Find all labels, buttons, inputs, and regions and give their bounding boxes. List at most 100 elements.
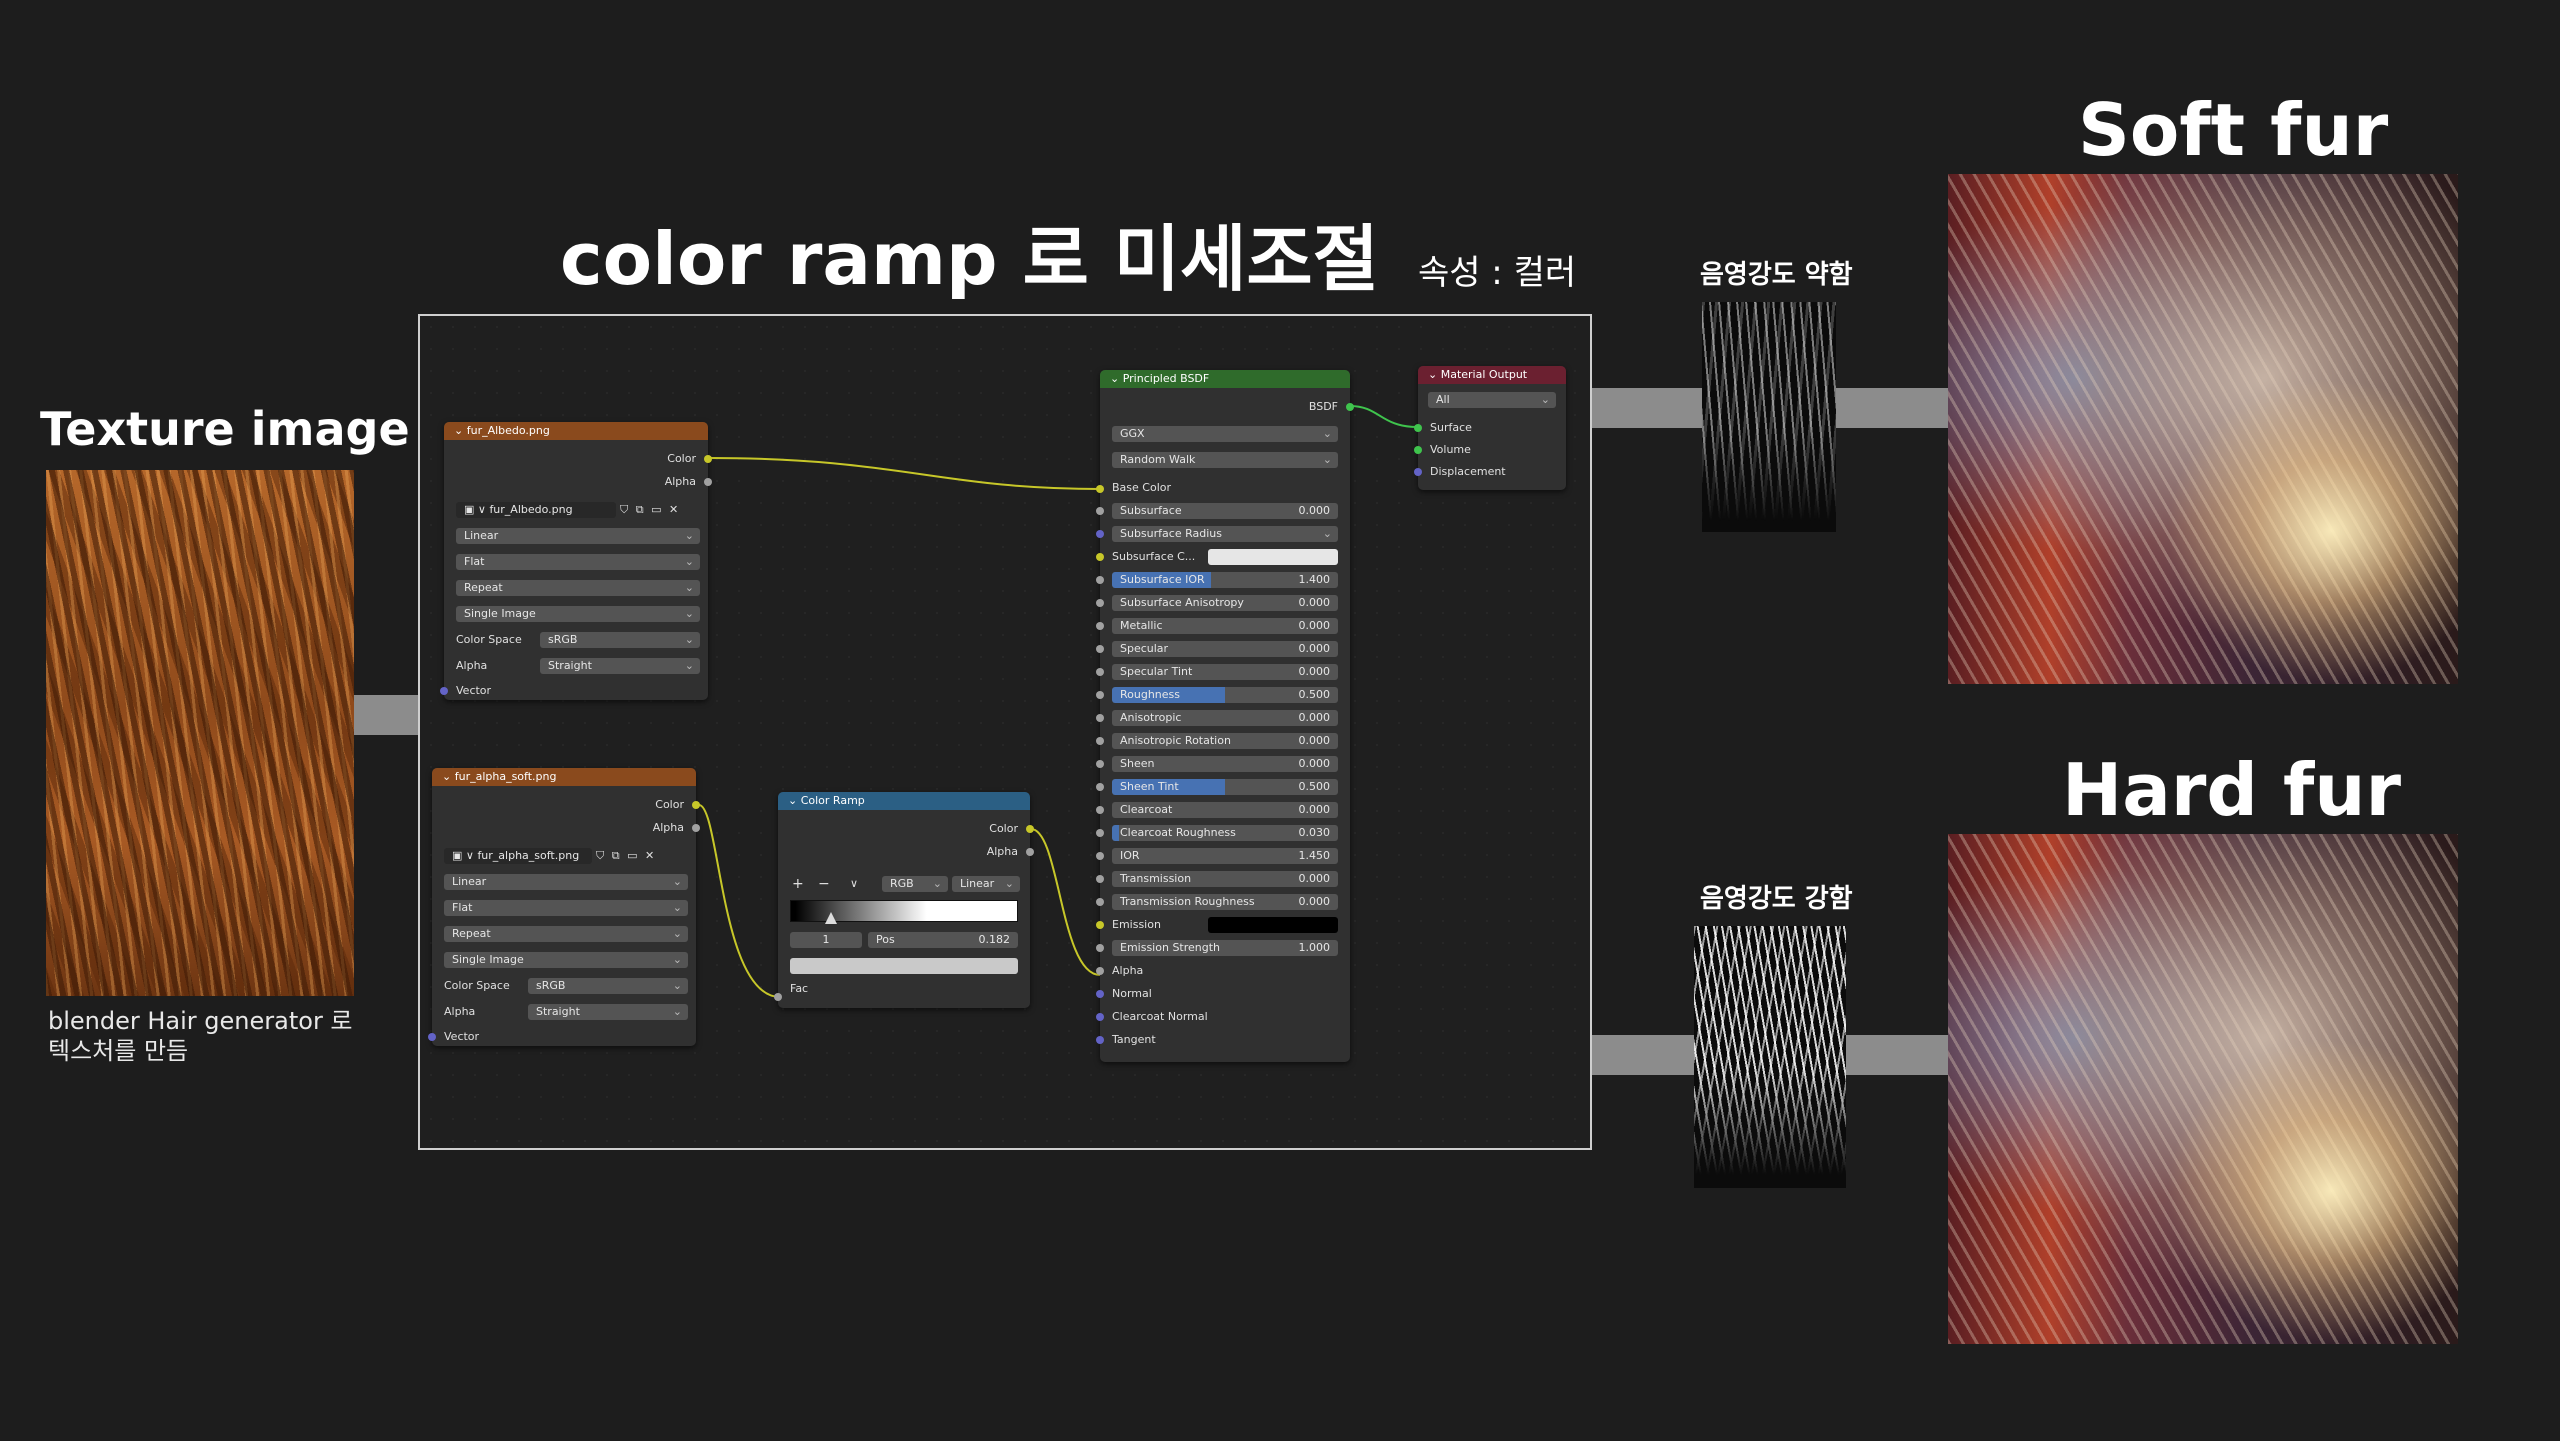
duplicate-icon[interactable]: ⧉ [611, 849, 620, 862]
ramp-stop-marker[interactable] [825, 912, 838, 924]
color-ramp-node[interactable]: ⌄ Color Ramp Color Alpha + − ∨ RGB⌄ Line… [774, 792, 1034, 1008]
bsdf-alpha-socket[interactable] [1096, 967, 1104, 975]
ramp-color-socket[interactable] [1026, 825, 1034, 833]
bsdf-clearcoat-roughness-socket[interactable] [1096, 829, 1104, 837]
bsdf-transmission-socket[interactable] [1096, 875, 1104, 883]
output-volume-socket[interactable] [1414, 446, 1422, 454]
unlink-close-icon[interactable]: ✕ [645, 849, 655, 862]
image-browse-icon[interactable]: ▣ ∨ [464, 503, 490, 516]
bsdf-subsurface-method-dropdown[interactable]: Random Walk⌄ [1112, 452, 1338, 468]
bsdf-sheen-tint-socket[interactable] [1096, 783, 1104, 791]
alpha-node-header[interactable]: ⌄ fur_alpha_soft.png [432, 768, 696, 786]
albedo-color-socket[interactable] [704, 455, 712, 463]
ramp-specials-menu-button[interactable]: ∨ [850, 877, 859, 890]
albedo-node-header[interactable]: ⌄ fur_Albedo.png [444, 422, 708, 440]
alpha-source-dropdown[interactable]: Single Image⌄ [444, 952, 688, 968]
bsdf-subsurface-anisotropy-socket[interactable] [1096, 599, 1104, 607]
bsdf-subsurface-ior-socket[interactable] [1096, 576, 1104, 584]
ramp-remove-stop-button[interactable]: − [818, 876, 830, 892]
bsdf-sheen-socket[interactable] [1096, 760, 1104, 768]
alpha-alpha-dropdown[interactable]: Straight⌄ [528, 1004, 688, 1020]
bsdf-output-socket[interactable] [1346, 403, 1354, 411]
albedo-extension-dropdown[interactable]: Repeat⌄ [456, 580, 700, 596]
output-node-header[interactable]: ⌄ Material Output [1418, 366, 1566, 384]
collapse-chevron-icon[interactable]: ⌄ [1428, 368, 1441, 381]
output-target-dropdown[interactable]: All⌄ [1428, 392, 1556, 408]
bsdf-subsurface-radius-dropdown[interactable]: Subsurface Radius⌄ [1112, 526, 1338, 542]
bsdf-node-header[interactable]: ⌄ Principled BSDF [1100, 370, 1350, 388]
collapse-chevron-icon[interactable]: ⌄ [788, 794, 801, 807]
collapse-chevron-icon[interactable]: ⌄ [454, 424, 467, 437]
alpha-projection-dropdown[interactable]: Flat⌄ [444, 900, 688, 916]
node-editor-frame[interactable]: ⌄ fur_Albedo.png Color Alpha ▣ ∨ fur_Alb… [418, 314, 1592, 1150]
bsdf-metallic-socket[interactable] [1096, 622, 1104, 630]
alpha-colorspace-dropdown[interactable]: sRGB⌄ [528, 978, 688, 994]
albedo-colorspace-dropdown[interactable]: sRGB⌄ [540, 632, 700, 648]
collapse-chevron-icon[interactable]: ⌄ [1110, 372, 1123, 385]
unlink-close-icon[interactable]: ✕ [669, 503, 679, 516]
ramp-node-header[interactable]: ⌄ Color Ramp [778, 792, 1030, 810]
alpha-color-socket[interactable] [692, 801, 700, 809]
fake-user-shield-icon[interactable]: ⛉ [620, 503, 629, 516]
bsdf-roughness-socket[interactable] [1096, 691, 1104, 699]
alpha-vector-socket[interactable] [428, 1033, 436, 1041]
bsdf-emission-socket[interactable] [1096, 921, 1104, 929]
bsdf-anisotropic-rotation-socket[interactable] [1096, 737, 1104, 745]
bsdf-subsurface-socket[interactable] [1096, 507, 1104, 515]
bsdf-anisotropic-socket[interactable] [1096, 714, 1104, 722]
bsdf-subsurface-color-socket[interactable] [1096, 553, 1104, 561]
ramp-color-mode-dropdown[interactable]: RGB⌄ [882, 876, 948, 892]
bsdf-ior-socket[interactable] [1096, 852, 1104, 860]
principled-bsdf-node[interactable]: ⌄ Principled BSDF BSDF GGX⌄ Random Walk⌄… [1096, 370, 1354, 1062]
bsdf-emission-color-swatch[interactable] [1208, 917, 1338, 933]
bsdf-base-color-socket[interactable] [1096, 485, 1104, 493]
bsdf-clearcoat-socket[interactable] [1096, 806, 1104, 814]
ramp-alpha-socket[interactable] [1026, 848, 1034, 856]
bsdf-normal-socket[interactable] [1096, 990, 1104, 998]
bsdf-subsurface-color-swatch[interactable] [1208, 549, 1338, 565]
open-folder-icon[interactable]: ▭ [651, 503, 662, 516]
fake-user-shield-icon[interactable]: ⛉ [596, 849, 605, 862]
albedo-projection-dropdown[interactable]: Flat⌄ [456, 554, 700, 570]
open-folder-icon[interactable]: ▭ [627, 849, 638, 862]
bsdf-specular-tint-socket[interactable] [1096, 668, 1104, 676]
ramp-stop-index-field[interactable]: 1 [790, 932, 862, 948]
alpha-alpha-socket[interactable] [692, 824, 700, 832]
albedo-interpolation-dropdown[interactable]: Linear⌄ [456, 528, 700, 544]
alpha-image-picker[interactable]: ▣ ∨ fur_alpha_soft.png [444, 848, 592, 864]
albedo-alpha-dropdown[interactable]: Straight⌄ [540, 658, 700, 674]
material-output-node[interactable]: ⌄ Material Output All⌄ Surface Volume Di… [1414, 366, 1566, 490]
ramp-add-stop-button[interactable]: + [792, 876, 804, 892]
ramp-gradient-bar[interactable] [790, 900, 1018, 922]
albedo-image-picker[interactable]: ▣ ∨ fur_Albedo.png [456, 502, 616, 518]
albedo-alpha-socket[interactable] [704, 478, 712, 486]
collapse-chevron-icon[interactable]: ⌄ [442, 770, 455, 783]
albedo-image-node[interactable]: ⌄ fur_Albedo.png Color Alpha ▣ ∨ fur_Alb… [440, 422, 712, 700]
ramp-stop-color-swatch[interactable] [790, 958, 1018, 974]
albedo-source-dropdown[interactable]: Single Image⌄ [456, 606, 700, 622]
bsdf-transmission-roughness-socket[interactable] [1096, 898, 1104, 906]
bsdf-specular-socket[interactable] [1096, 645, 1104, 653]
alpha-interpolation-dropdown[interactable]: Linear⌄ [444, 874, 688, 890]
duplicate-icon[interactable]: ⧉ [635, 503, 644, 516]
output-surface-socket[interactable] [1414, 424, 1422, 432]
bsdf-distribution-dropdown[interactable]: GGX⌄ [1112, 426, 1338, 442]
albedo-vector-socket[interactable] [440, 687, 448, 695]
ramp-interpolation-dropdown[interactable]: Linear⌄ [952, 876, 1020, 892]
